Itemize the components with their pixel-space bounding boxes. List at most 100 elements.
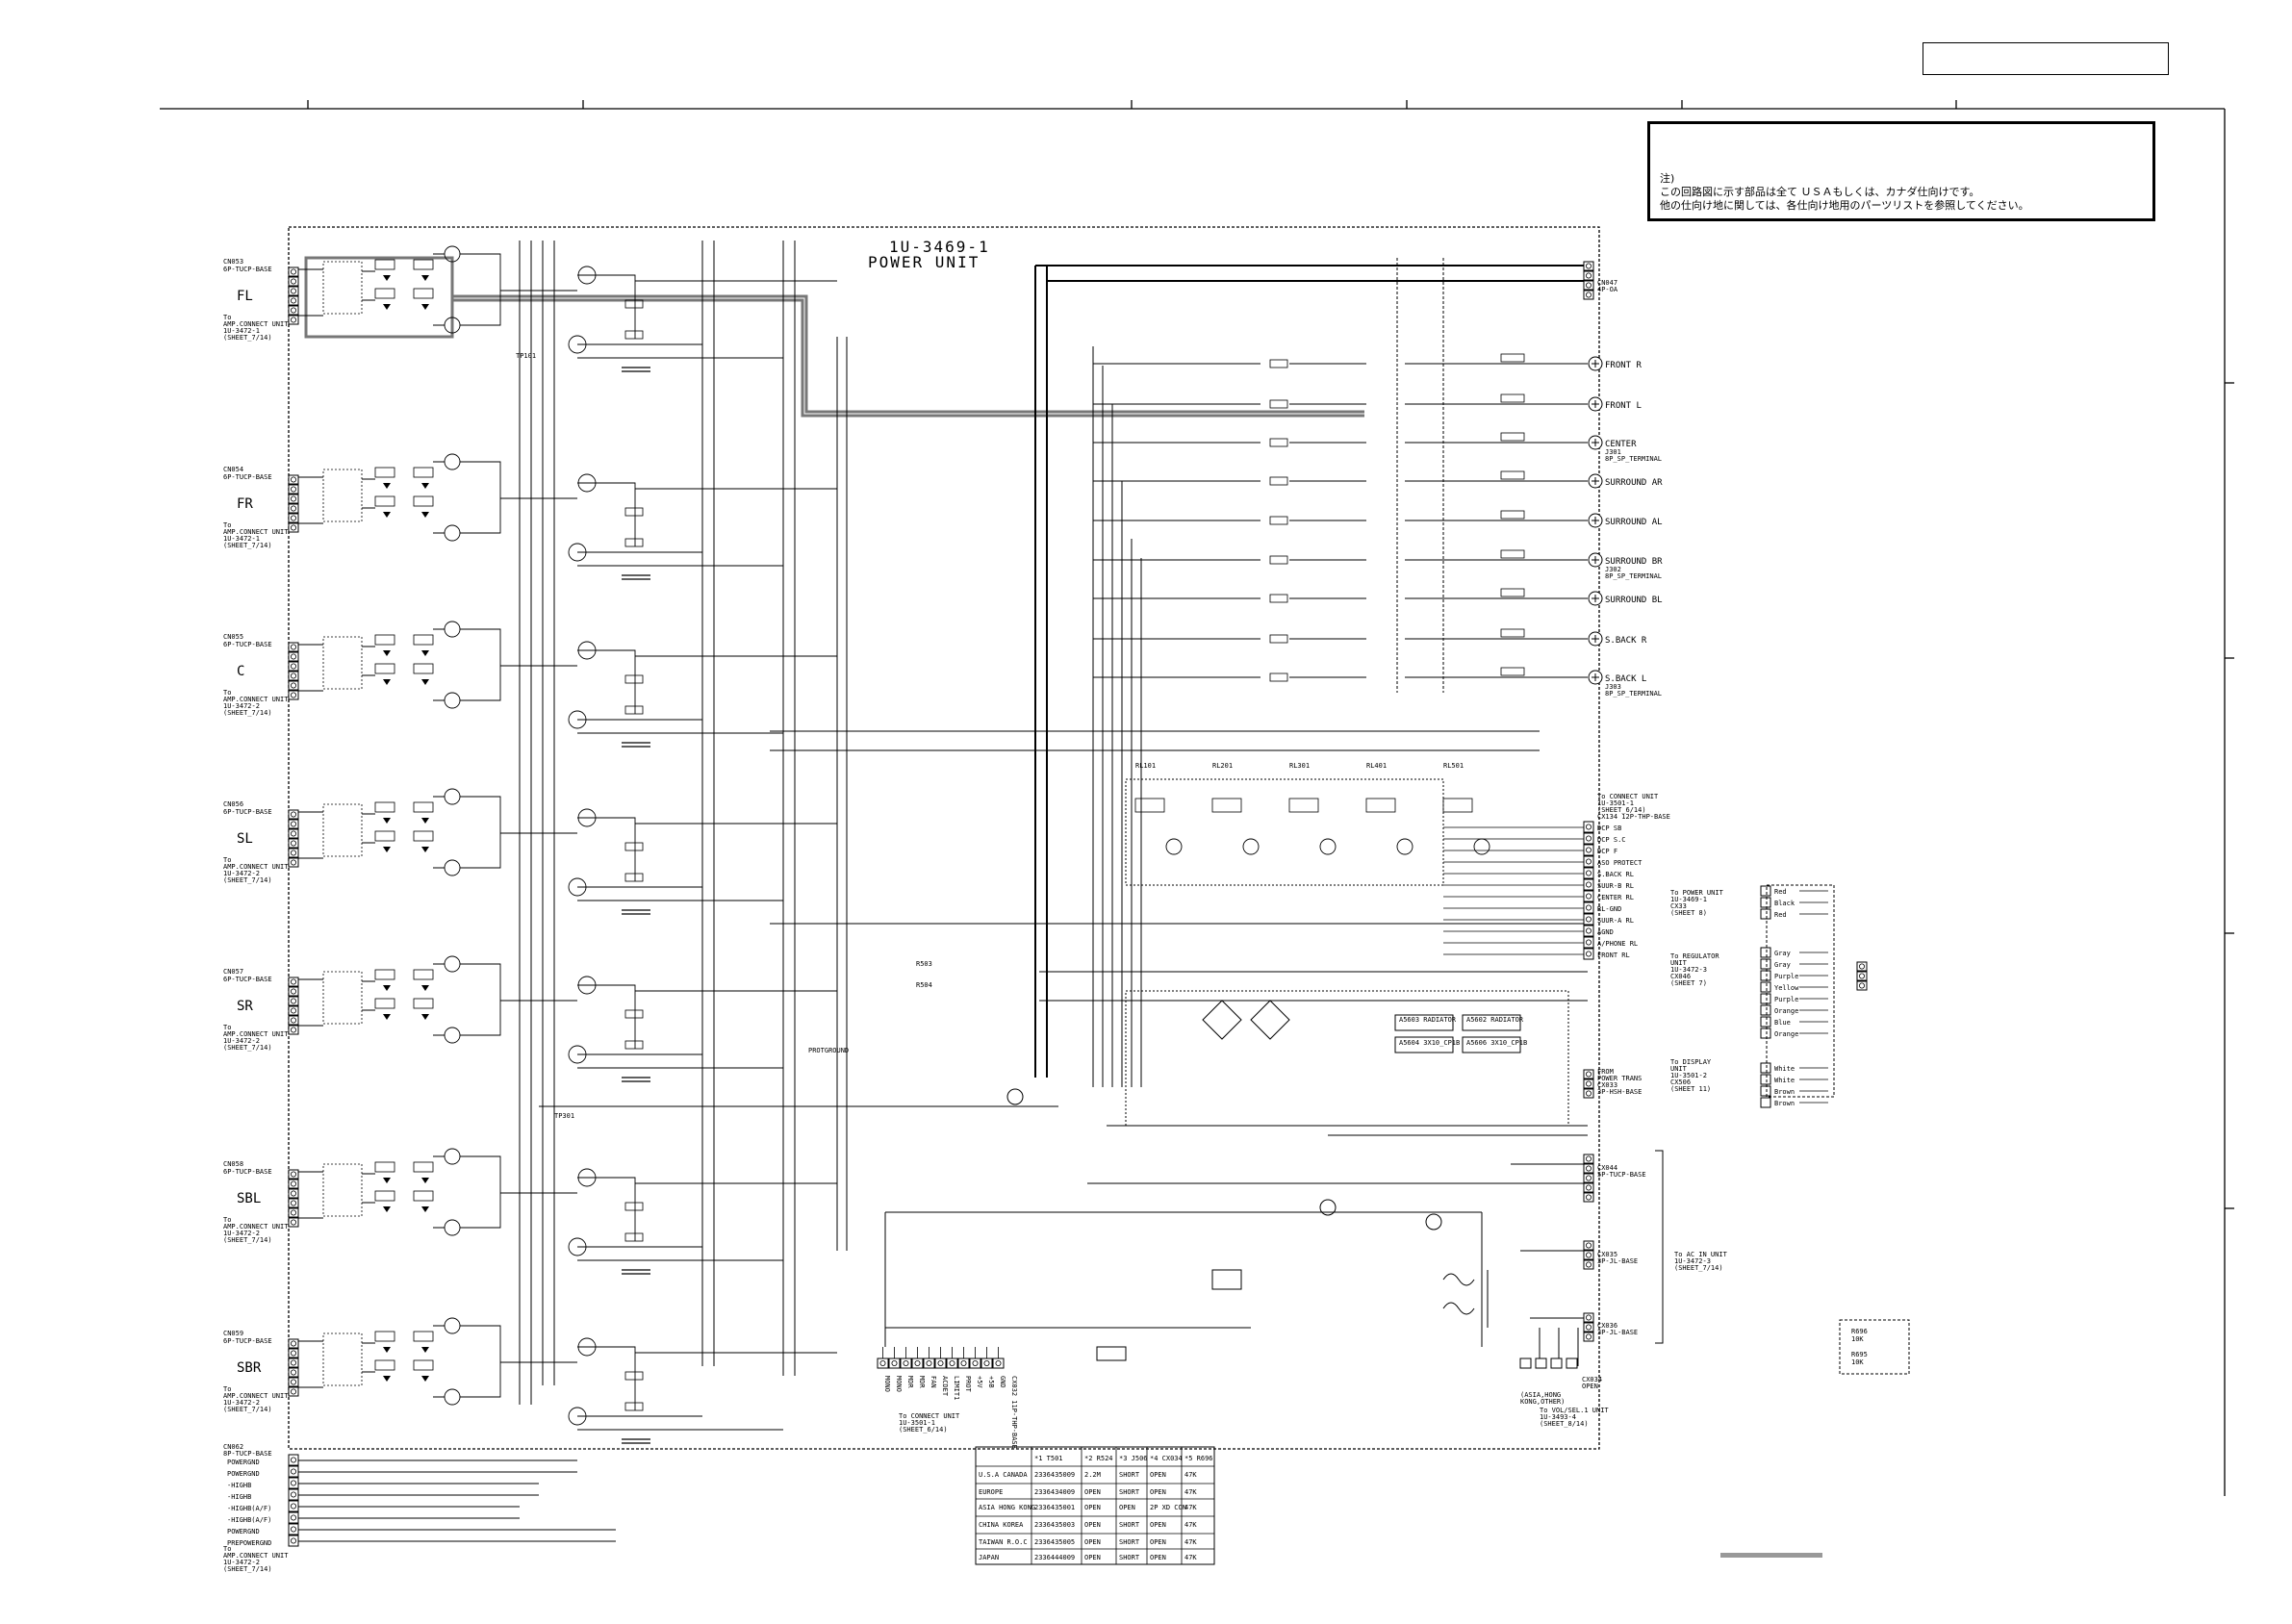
resistor <box>374 998 395 1009</box>
ctrl-pin <box>1583 844 1594 856</box>
channel-name: SBL <box>237 1191 261 1206</box>
wire-color: Purple <box>1774 996 1798 1003</box>
table-cell: EUROPE <box>979 1488 1003 1496</box>
channel-pin <box>288 1348 299 1358</box>
power-conn: 8P-TUCP-BASE <box>223 1450 272 1458</box>
radiator-label: A5604 3X10_CP1B <box>1399 1039 1460 1047</box>
bias-network <box>322 971 363 1025</box>
resistor <box>624 1371 644 1381</box>
harness-label: 1U-3472-3 <box>1670 966 1707 974</box>
harness-pin <box>1760 981 1771 993</box>
ac-pin <box>1583 1154 1594 1164</box>
radiator-label: A5602 RADIATOR <box>1466 1016 1524 1024</box>
output-terminal: S.BACK L <box>1093 667 1646 685</box>
resistor <box>1269 399 1288 409</box>
diode <box>421 304 429 310</box>
ac-pin <box>1583 1173 1594 1183</box>
channel-to: AMP.CONNECT UNIT <box>223 1392 289 1400</box>
bias-network <box>322 1332 363 1386</box>
wire-color: White <box>1774 1065 1795 1073</box>
harness-label: 1U-3469-1 <box>1670 896 1707 903</box>
j303-type: 8P_SP_TERMINAL <box>1605 690 1662 698</box>
r696v: 10K <box>1851 1335 1864 1343</box>
resistor <box>413 998 434 1009</box>
table-cell: JAPAN <box>979 1554 999 1561</box>
table-cell: 2P XD CON <box>1150 1504 1186 1511</box>
resistor <box>413 1161 434 1173</box>
channel-cn: CN054 <box>223 466 243 473</box>
channel-pin <box>288 690 299 700</box>
channel-pin <box>288 1179 299 1189</box>
relay-label: RL201 <box>1212 762 1233 770</box>
table-cell: OPEN <box>1150 1554 1166 1561</box>
harness-pin <box>1856 971 1868 981</box>
wire-color: Yellow <box>1774 984 1799 992</box>
resistor <box>413 634 434 646</box>
harness-pin <box>1760 1097 1771 1108</box>
channel-conn: 6P-TUCP-BASE <box>223 1168 272 1176</box>
wire-color: Orange <box>1774 1007 1798 1015</box>
ctrl-to: To CONNECT UNIT <box>1597 793 1659 800</box>
harness-pin <box>1760 970 1771 981</box>
channel-pin <box>288 484 299 495</box>
power-input-block: CN0628P-TUCP-BASEPOWERGNDPOWERGND-HIGHB-… <box>223 1443 616 1573</box>
ac-cn: CX036 <box>1597 1322 1617 1330</box>
transistor <box>444 1148 461 1165</box>
ctrl-signal: RL-GND <box>1597 905 1621 913</box>
channel-pin <box>288 671 299 681</box>
power-pin <box>288 1511 299 1524</box>
note-line-1: 注) <box>1660 172 1675 185</box>
vol-cn: CX034 <box>1582 1376 1602 1383</box>
channel-to: (SHEET_7/14) <box>223 1044 272 1052</box>
bottom-pin-label: MONO <box>883 1376 891 1392</box>
ctrl-pin <box>1583 913 1594 926</box>
vol-l: (ASIA,HONG <box>1520 1391 1561 1399</box>
harness-label: 1U-3501-2 <box>1670 1072 1707 1079</box>
ctrl-pin <box>1583 890 1594 902</box>
ac-pin <box>1583 1192 1594 1203</box>
channel-conn: 6P-TUCP-BASE <box>223 976 272 983</box>
ctrl-signal: FRONT RL <box>1597 952 1630 959</box>
channel-pin <box>288 819 299 829</box>
diode <box>421 1206 429 1212</box>
channel-pin <box>288 828 299 839</box>
resistor <box>624 330 644 340</box>
harness-pin <box>1760 1004 1771 1016</box>
channel-pin <box>288 305 299 316</box>
output-label: SURROUND BR <box>1605 557 1663 567</box>
note-line-3: 他の仕向け地に関しては、各仕向け地用のパーツリストを参照してください。 <box>1660 199 2029 212</box>
ctrl-signal: A/PHONE RL <box>1597 940 1638 948</box>
channel-pin <box>288 1188 299 1199</box>
ctrl-pin <box>1583 855 1594 868</box>
wire-color: Gray <box>1774 950 1791 957</box>
right-harness-box <box>1766 884 1835 1098</box>
channel-to: AMP.CONNECT UNIT <box>223 528 289 536</box>
resistor <box>624 674 644 684</box>
channel-pin <box>288 1358 299 1368</box>
wire <box>298 1155 837 1261</box>
power-pin <box>288 1535 299 1547</box>
channel-pin <box>288 809 299 820</box>
channel-pin <box>288 986 299 997</box>
front-pin <box>1583 290 1594 300</box>
trans-pin <box>1583 1069 1594 1079</box>
ctrl-signal: DCP SB <box>1597 825 1621 832</box>
wire <box>298 461 837 567</box>
harness-label: (SHEET 8) <box>1670 909 1707 917</box>
power-label: -HIGHB <box>227 1482 251 1489</box>
output-terminal: SURROUND BL <box>1093 588 1663 606</box>
output-terminal: SURROUND AR <box>1093 470 1663 489</box>
front-pin <box>1583 280 1594 291</box>
table-cell: SHORT <box>1119 1471 1140 1479</box>
diode <box>421 1014 429 1020</box>
ctrl-pin <box>1583 821 1594 833</box>
ac-pin <box>1583 1250 1594 1260</box>
ctrl-pin <box>1583 832 1594 845</box>
transistor <box>444 1219 461 1236</box>
capacitor <box>1500 667 1525 676</box>
resistor <box>624 873 644 882</box>
